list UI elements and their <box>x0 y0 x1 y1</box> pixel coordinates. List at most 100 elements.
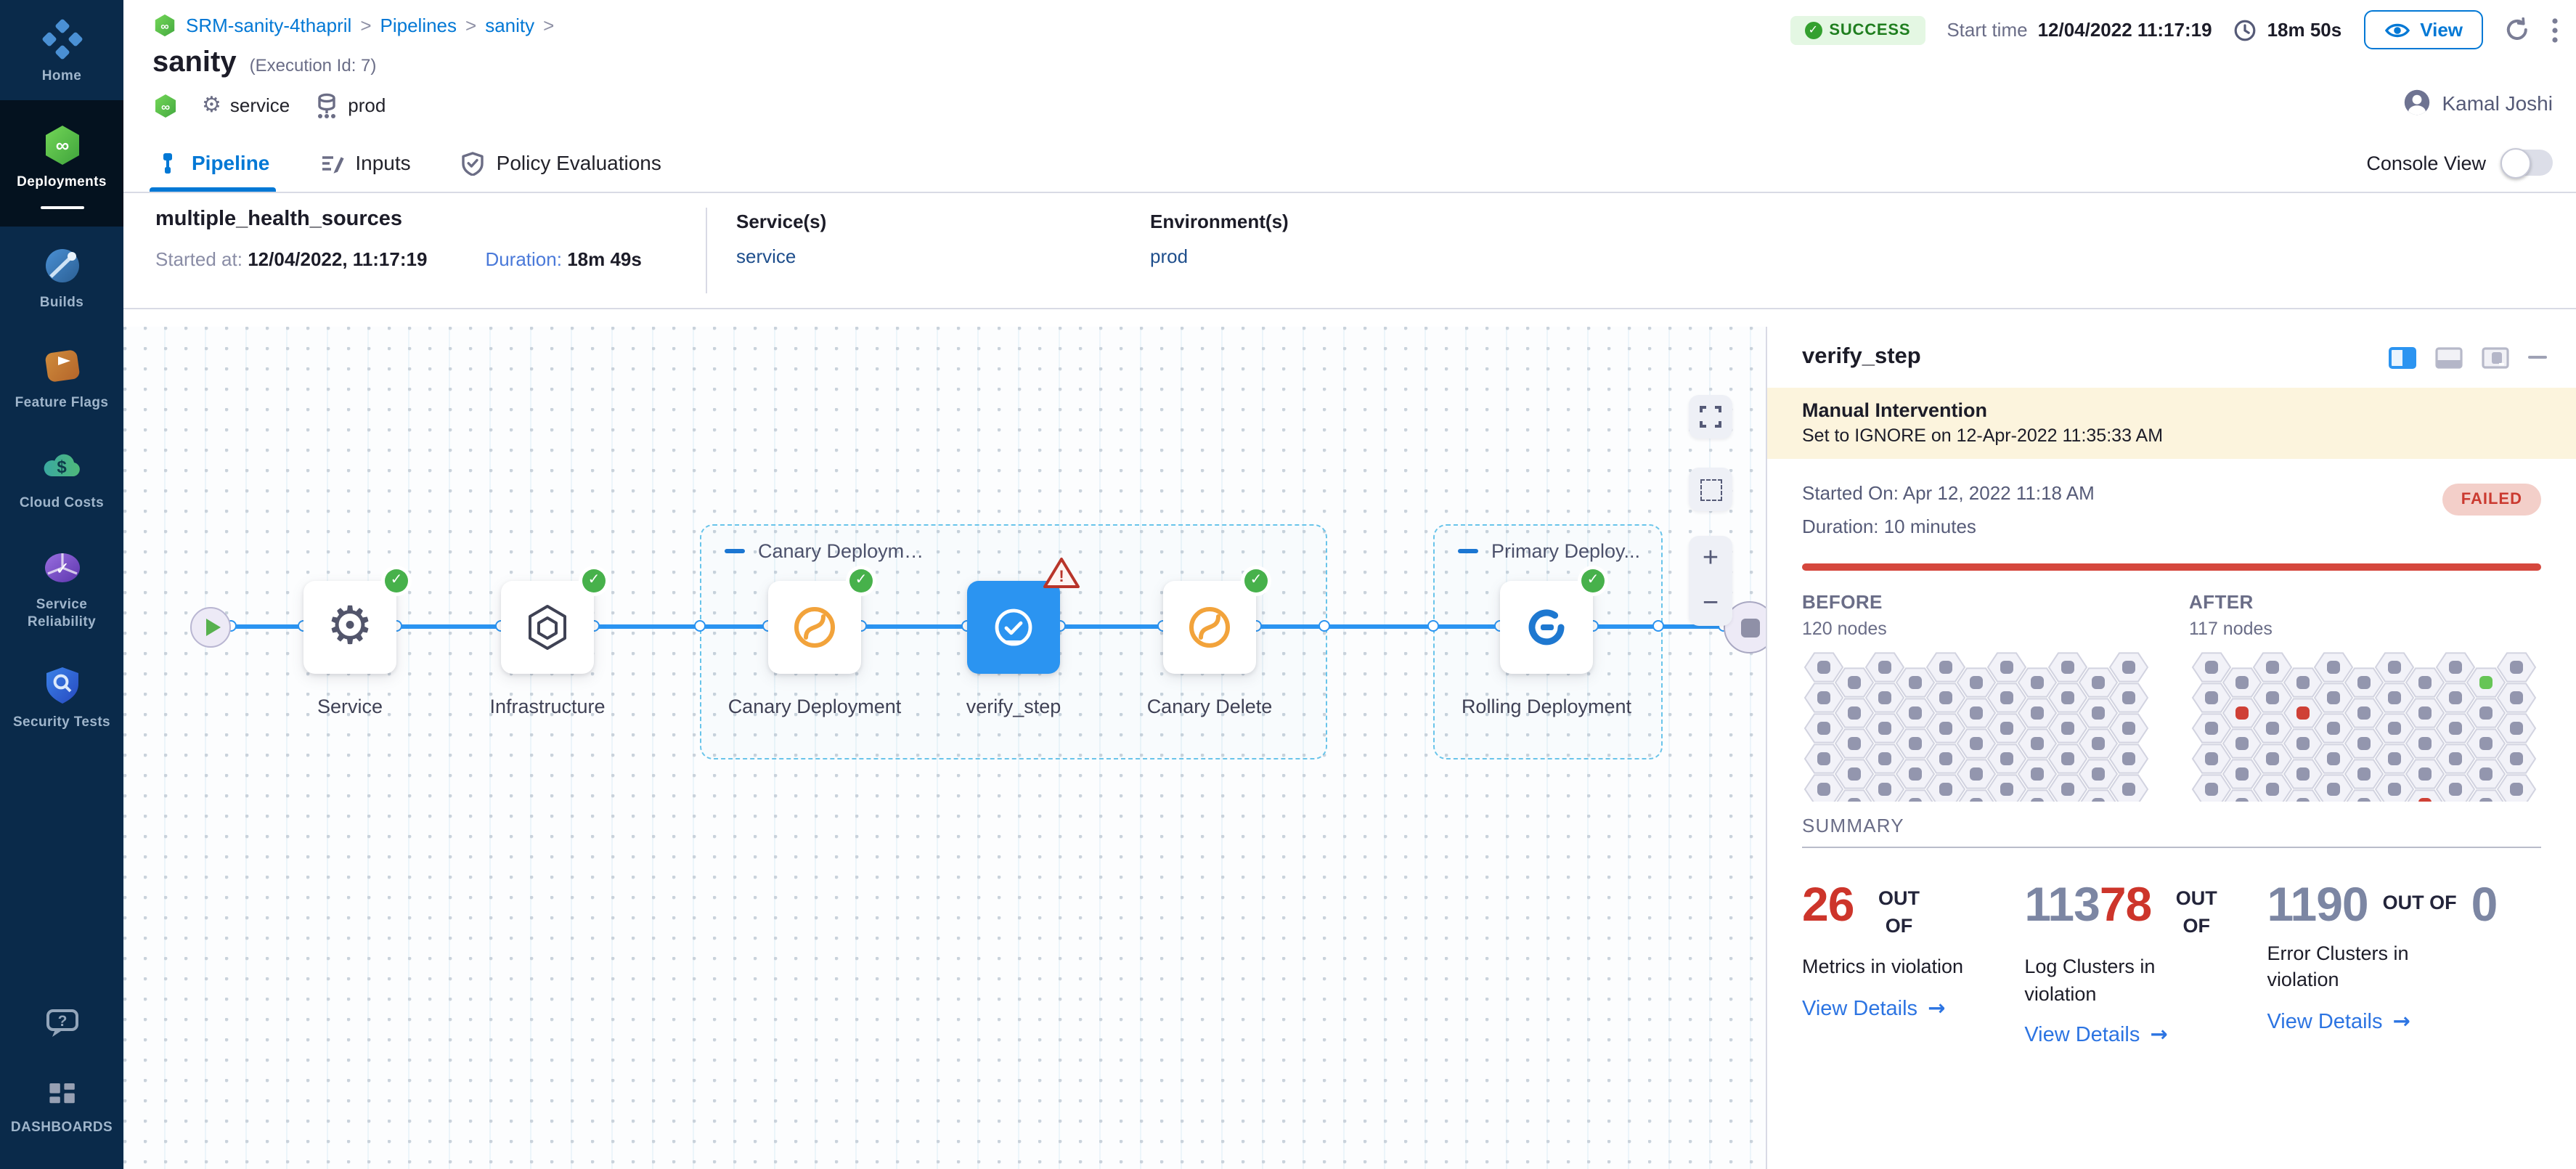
fit-to-screen-button[interactable] <box>1689 395 1732 439</box>
svg-text:$: $ <box>56 458 66 478</box>
service-link[interactable]: service <box>736 245 826 267</box>
breadcrumb-pipeline-link[interactable]: sanity <box>485 15 534 36</box>
elapsed-time: 18m 50s <box>2234 18 2342 41</box>
tab-inputs[interactable]: Inputs <box>319 134 410 192</box>
step-node-canary-delete[interactable]: ✓ <box>1163 581 1256 674</box>
connector-dot <box>1318 619 1329 631</box>
services-summary: Service(s) service <box>736 211 826 267</box>
step-label: Infrastructure <box>453 693 642 721</box>
panel-body: Started On: Apr 12, 2022 11:18 AM Durati… <box>1767 459 2576 1048</box>
error-clusters-summary: 1190 OUT OF 0 Error Clusters in violatio… <box>2267 879 2541 1048</box>
refresh-icon <box>2505 17 2530 42</box>
collapse-group-icon[interactable] <box>725 549 745 554</box>
connector-dot <box>693 619 705 631</box>
before-analysis: BEFORE 120 nodes <box>1802 590 2154 801</box>
console-view-toggle[interactable] <box>2500 150 2553 176</box>
failed-badge: FAILED <box>2442 484 2541 516</box>
sidebar-item-service-reliability[interactable]: ✓ Service Reliability <box>0 528 123 646</box>
stage-name: multiple_health_sources <box>155 193 2576 231</box>
metrics-view-details-link[interactable]: View Details → <box>1802 997 1992 1020</box>
banner-title: Manual Intervention <box>1802 399 2541 421</box>
sidebar-item-security-tests[interactable]: Security Tests <box>0 647 123 748</box>
eye-icon <box>2384 20 2410 40</box>
sidebar-item-feature-flags[interactable]: Feature Flags <box>0 327 123 428</box>
sidebar-item-label: Service Reliability <box>3 596 121 632</box>
panel-header: verify_step <box>1767 327 2576 388</box>
environment-tag[interactable]: prod <box>313 91 386 119</box>
chat-help-icon: ? <box>40 1001 83 1045</box>
svg-text:!: ! <box>1059 567 1064 585</box>
tab-pipeline[interactable]: Pipeline <box>155 134 269 192</box>
tab-policy-evaluations[interactable]: Policy Evaluations <box>460 134 661 192</box>
arrow-right-icon: → <box>2393 1011 2410 1035</box>
service-reliability-icon: ✓ <box>40 545 83 589</box>
execution-id: (Execution Id: 7) <box>250 55 377 76</box>
sidebar-item-cloud-costs[interactable]: $ Cloud Costs <box>0 428 123 529</box>
step-node-service[interactable]: ⚙ ✓ <box>303 581 396 674</box>
service-tag[interactable]: ⚙ service <box>202 94 290 116</box>
stage-info-bar: multiple_health_sources Started at: 12/0… <box>123 193 2576 309</box>
step-node-canary-deployment[interactable]: ✓ <box>768 581 861 674</box>
refresh-button[interactable] <box>2505 17 2530 42</box>
console-view-label: Console View <box>2366 152 2486 174</box>
svg-text:?: ? <box>57 1012 67 1029</box>
start-time: Start time 12/04/2022 11:17:19 <box>1947 19 2212 41</box>
success-badge-icon: ✓ <box>582 569 606 592</box>
zoom-in-button[interactable]: + <box>1689 536 1732 581</box>
step-node-rolling-deployment[interactable]: ✓ <box>1500 581 1593 674</box>
more-options-button[interactable] <box>2551 17 2559 43</box>
layout-bottom-view-button[interactable] <box>2435 346 2463 368</box>
user-menu[interactable]: Kamal Joshi <box>2402 89 2553 116</box>
check-icon: ✓ <box>1804 21 1822 38</box>
collapse-group-icon[interactable] <box>1458 549 1478 554</box>
sidebar-item-builds[interactable]: Builds <box>0 226 123 327</box>
sidebar-item-label: Cloud Costs <box>20 496 104 514</box>
step-node-infrastructure[interactable]: ✓ <box>501 581 594 674</box>
status-badge: ✓ SUCCESS <box>1790 15 1925 44</box>
active-tab-underline <box>150 187 275 192</box>
execution-status-bar: ✓ SUCCESS Start time 12/04/2022 11:17:19… <box>1790 10 2559 49</box>
summary-heading: SUMMARY <box>1802 814 2541 836</box>
kebab-menu-icon <box>2551 17 2559 43</box>
breadcrumb-pipelines-link[interactable]: Pipelines <box>380 15 457 36</box>
environment-link[interactable]: prod <box>1150 245 1289 267</box>
view-button[interactable]: View <box>2363 10 2483 49</box>
infrastructure-icon <box>524 603 571 652</box>
toggle-knob <box>2500 148 2531 179</box>
sidebar-item-deployments[interactable]: ∞ Deployments <box>0 101 123 227</box>
multi-select-button[interactable] <box>1689 468 1732 511</box>
page-title: sanity <box>152 46 237 80</box>
breadcrumb-separator: > <box>543 15 554 36</box>
clock-icon <box>2234 18 2257 41</box>
metrics-violation-count: 26 <box>1802 879 1854 927</box>
zoom-controls: + − <box>1689 536 1732 626</box>
layout-float-view-button[interactable] <box>2482 346 2509 368</box>
error-clusters-view-details-link[interactable]: View Details → <box>2267 1011 2541 1035</box>
sidebar-item-help[interactable]: ? <box>0 984 123 1059</box>
minimize-panel-button[interactable] <box>2528 356 2547 359</box>
error-clusters-count: 1190 <box>2267 879 2368 927</box>
stop-icon <box>1740 618 1759 637</box>
play-icon <box>205 619 220 636</box>
sidebar-item-label: Builds <box>40 294 83 312</box>
security-tests-icon <box>40 664 83 708</box>
step-node-verify-step[interactable]: ! <box>967 581 1060 674</box>
group-label: Canary Deployment <box>758 540 925 562</box>
failed-progress-bar <box>1802 563 2541 570</box>
warning-triangle-icon: ! <box>1043 556 1080 590</box>
log-clusters-violation-count: 78 <box>2100 879 2151 927</box>
sidebar-item-label: DASHBOARDS <box>11 1119 113 1137</box>
split-bottom-icon <box>2435 346 2463 368</box>
log-clusters-view-details-link[interactable]: View Details → <box>2024 1025 2235 1048</box>
start-node <box>190 607 231 648</box>
floating-view-icon <box>2482 346 2509 368</box>
banner-message: Set to IGNORE on 12-Apr-2022 11:35:33 AM <box>1802 425 2541 446</box>
sidebar-item-dashboards[interactable]: DASHBOARDS <box>0 1059 123 1152</box>
layout-right-view-button[interactable] <box>2389 346 2416 368</box>
environments-summary: Environment(s) prod <box>1150 211 1289 267</box>
pipeline-canvas[interactable]: Canary Deployment Primary Deploy... ⚙ ✓ … <box>123 327 1766 1169</box>
sidebar-item-home[interactable]: Home <box>0 0 123 101</box>
zoom-out-button[interactable]: − <box>1689 581 1732 626</box>
breadcrumb-project-link[interactable]: SRM-sanity-4thapril <box>186 15 351 36</box>
